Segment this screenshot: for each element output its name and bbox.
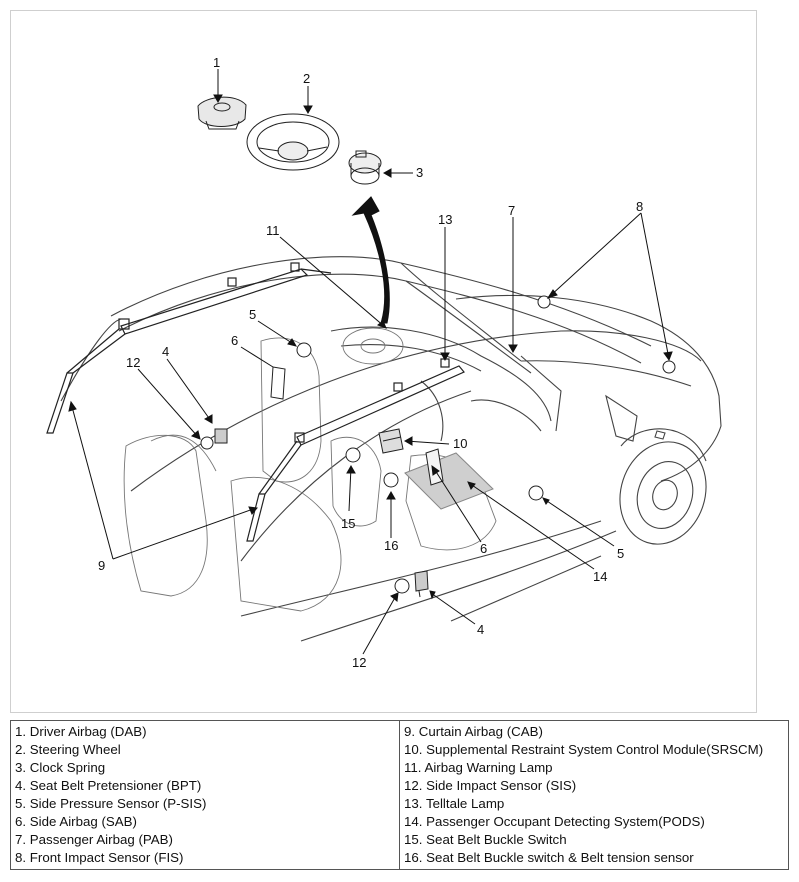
- srscm-module: [378, 428, 404, 454]
- leader-lines: [68, 69, 673, 655]
- callout-4-front: 4: [477, 622, 484, 637]
- legend-item: 14. Passenger Occupant Detecting System(…: [404, 814, 705, 829]
- legend-column-left: 1. Driver Airbag (DAB) 2. Steering Wheel…: [11, 721, 399, 869]
- legend-item: 8. Front Impact Sensor (FIS): [15, 850, 184, 865]
- callout-12-rear: 12: [126, 355, 140, 370]
- steering-wheel-part: [246, 113, 340, 171]
- curtain-airbag-left: [46, 262, 332, 434]
- callout-13: 13: [438, 212, 452, 227]
- legend-item: 2. Steering Wheel: [15, 742, 121, 757]
- legend-item: 5. Side Pressure Sensor (P-SIS): [15, 796, 207, 811]
- callout-1: 1: [213, 55, 220, 70]
- legend-item: 9. Curtain Airbag (CAB): [404, 724, 543, 739]
- callout-16: 16: [384, 538, 398, 553]
- diagram-frame: 1 2 3 11 13 7 8 5 6 4 12 10 15 16 6 5 14…: [10, 10, 757, 713]
- curtain-airbag-right: [246, 358, 465, 542]
- callout-5-front: 5: [617, 546, 624, 561]
- legend-column-right: 9. Curtain Airbag (CAB) 10. Supplemental…: [399, 721, 788, 869]
- legend-item: 4. Seat Belt Pretensioner (BPT): [15, 778, 202, 793]
- seatbelt-pretensioner-front: [414, 570, 429, 598]
- callout-3: 3: [416, 165, 423, 180]
- assembly-arrow: [351, 196, 390, 324]
- callout-9: 9: [98, 558, 105, 573]
- component-legend: 1. Driver Airbag (DAB) 2. Steering Wheel…: [10, 720, 789, 870]
- legend-item: 6. Side Airbag (SAB): [15, 814, 137, 829]
- callout-8: 8: [636, 199, 643, 214]
- callout-14: 14: [593, 569, 607, 584]
- legend-item: 1. Driver Airbag (DAB): [15, 724, 147, 739]
- legend-item: 13. Telltale Lamp: [404, 796, 505, 811]
- legend-item: 10. Supplemental Restraint System Contro…: [404, 742, 764, 757]
- pods-mat: [404, 452, 494, 510]
- callout-4-rear: 4: [162, 344, 169, 359]
- callout-5-rear: 5: [249, 307, 256, 322]
- legend-item: 11. Airbag Warning Lamp: [404, 760, 553, 775]
- callout-2: 2: [303, 71, 310, 86]
- sensor-circles: [200, 295, 676, 594]
- callout-10: 10: [453, 436, 467, 451]
- callout-12-front: 12: [352, 655, 366, 670]
- driver-airbag-module: [197, 96, 247, 130]
- callout-6-front: 6: [480, 541, 487, 556]
- callout-11: 11: [266, 223, 280, 238]
- legend-item: 15. Seat Belt Buckle Switch: [404, 832, 567, 847]
- callout-7: 7: [508, 203, 515, 218]
- callout-6-rear: 6: [231, 333, 238, 348]
- legend-item: 7. Passenger Airbag (PAB): [15, 832, 173, 847]
- seats: [123, 327, 497, 612]
- callout-15: 15: [341, 516, 355, 531]
- srs-component-diagram: 1 2 3 11 13 7 8 5 6 4 12 10 15 16 6 5 14…: [46, 55, 722, 670]
- legend-item: 16. Seat Belt Buckle switch & Belt tensi…: [404, 850, 694, 865]
- legend-item: 12. Side Impact Sensor (SIS): [404, 778, 577, 793]
- legend-item: 3. Clock Spring: [15, 760, 106, 775]
- clock-spring-part: [348, 150, 382, 185]
- seatbelt-pretensioner-rear: [214, 428, 228, 444]
- side-airbag-driver: [270, 366, 286, 400]
